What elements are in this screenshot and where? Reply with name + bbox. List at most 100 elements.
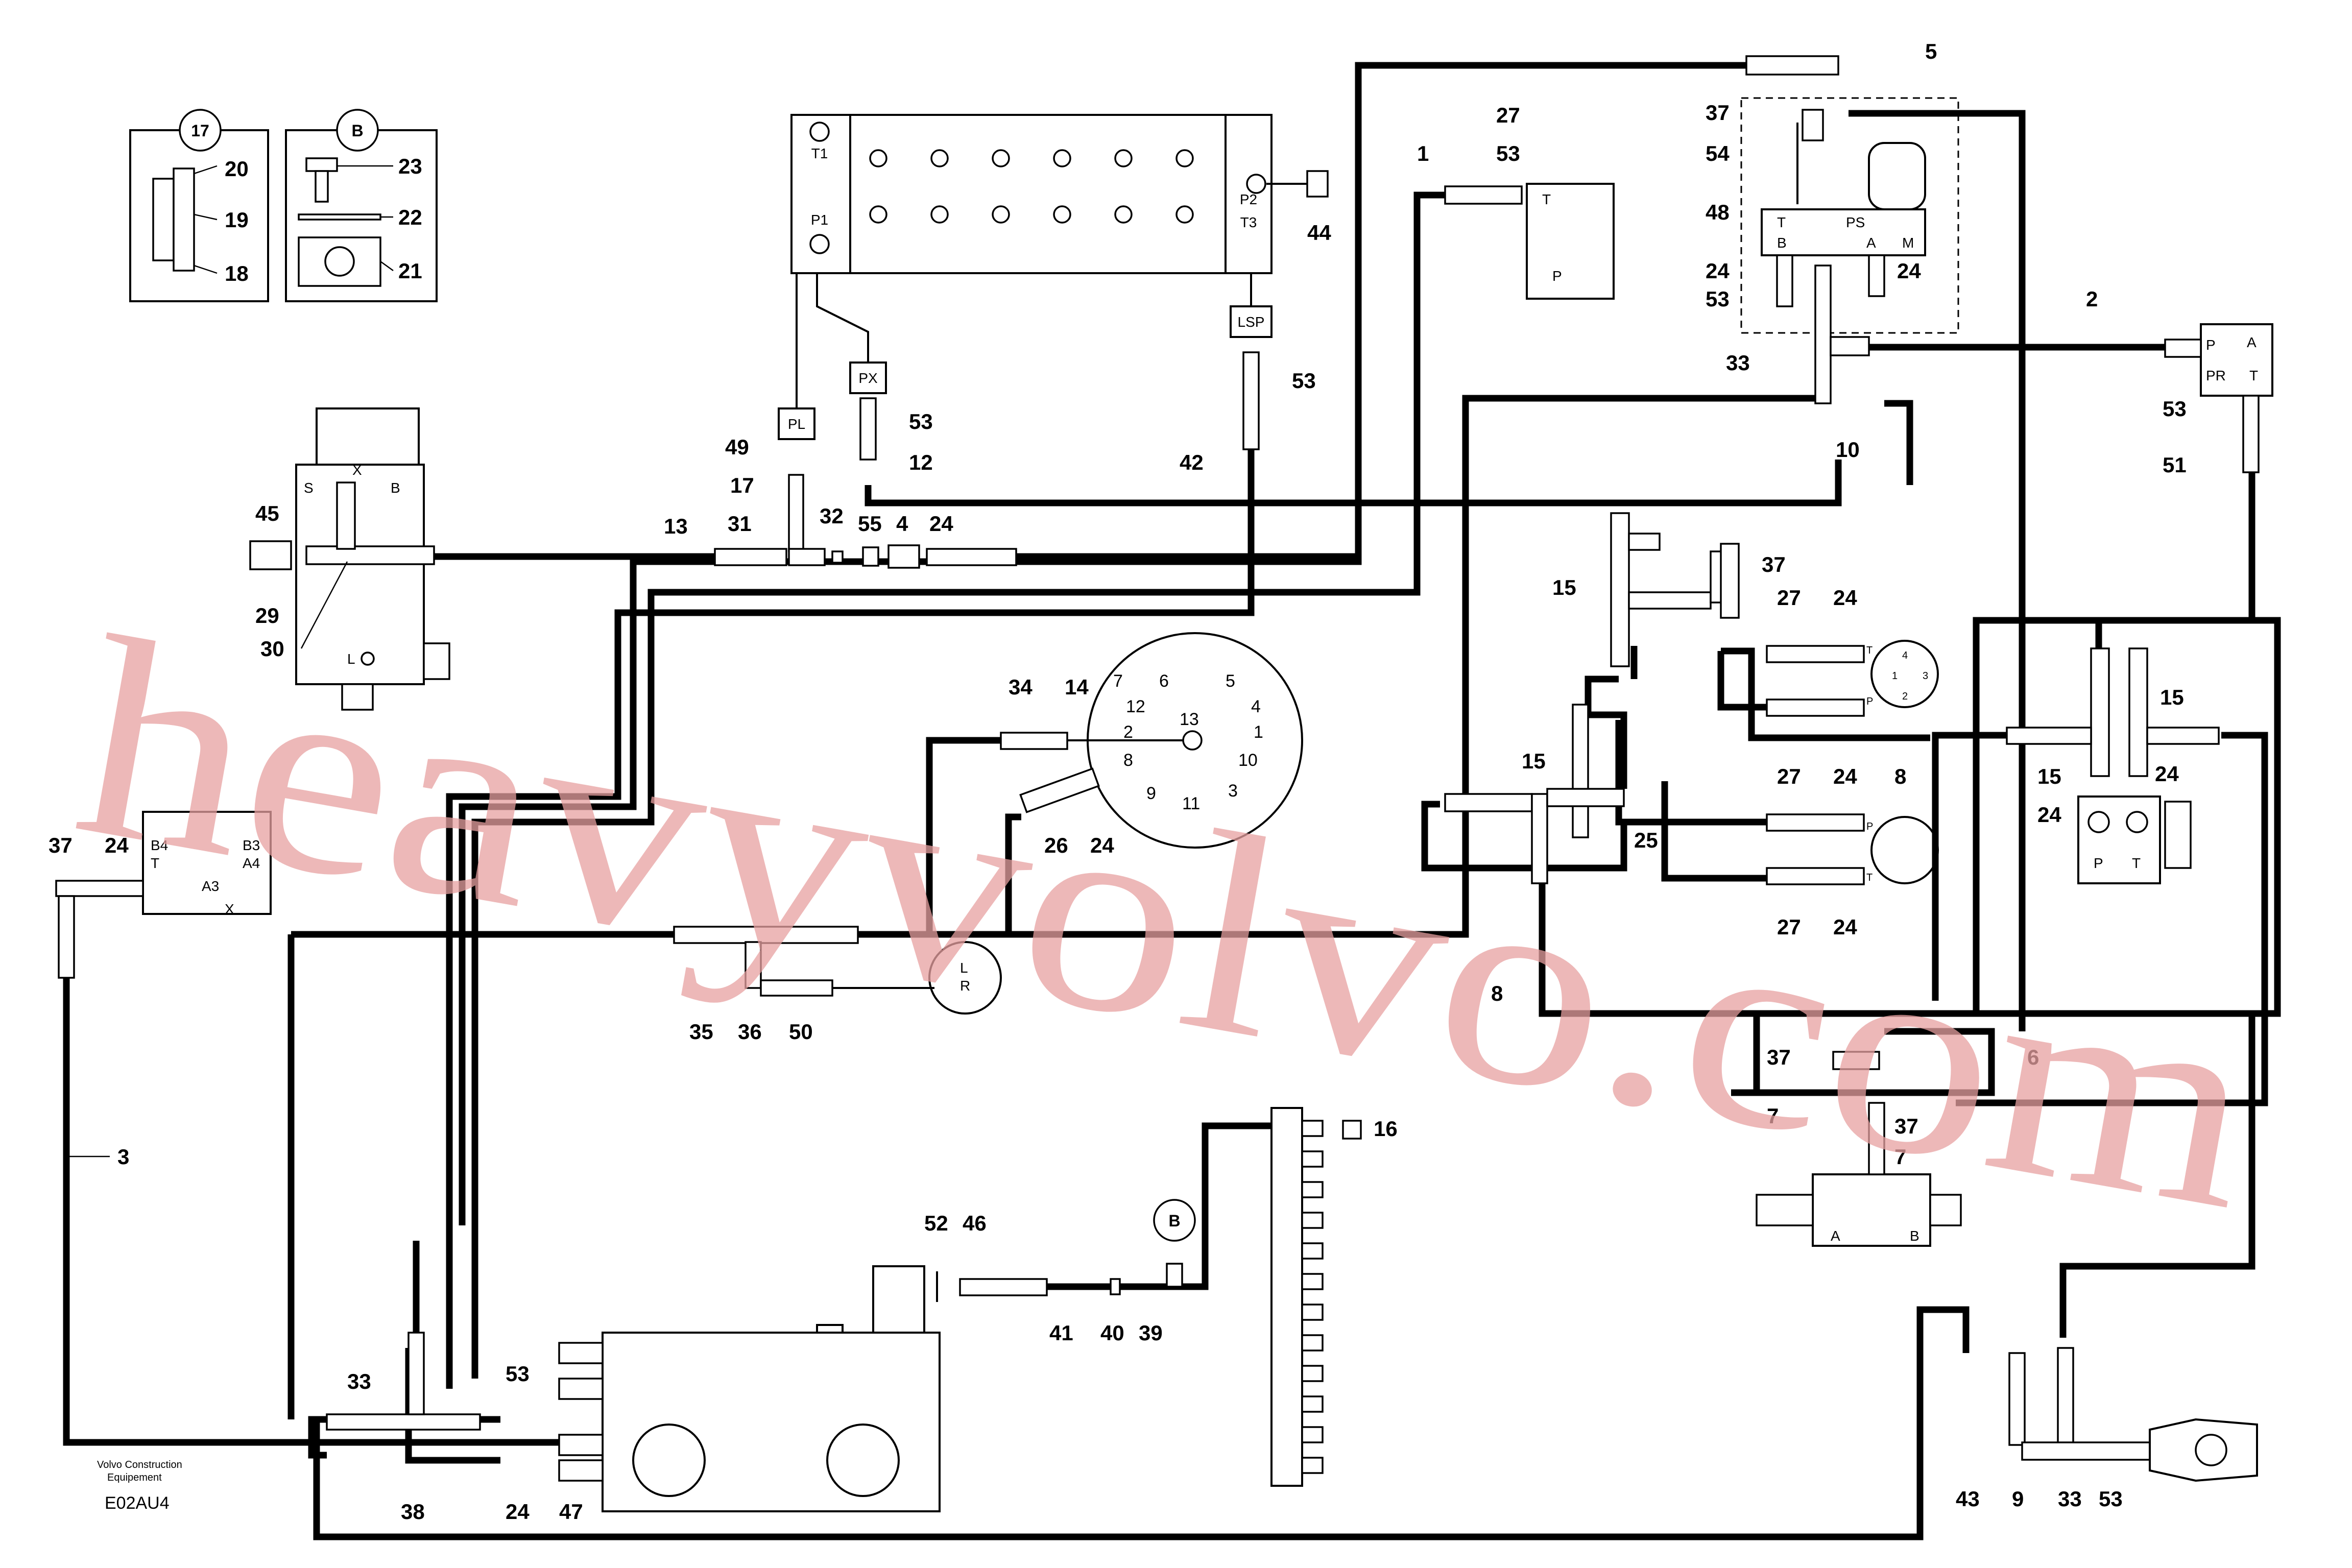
callout-44: 44 (1307, 221, 1331, 245)
callout-53g: 53 (2099, 1487, 2123, 1511)
pilot-ports (1301, 1120, 1324, 1474)
port-r-P: P (2206, 337, 2216, 353)
callout-4: 4 (896, 512, 908, 536)
valve-group-frame (1740, 97, 1959, 334)
callout-23: 23 (398, 154, 422, 178)
svg-text:4: 4 (1251, 697, 1261, 716)
hose-15-d (1717, 651, 1767, 711)
gasket (298, 213, 381, 221)
hose-27-top (459, 62, 1757, 1225)
hose-41 (1047, 1122, 1287, 1290)
hose-15-loop (1421, 801, 1627, 872)
hose-3 (63, 975, 603, 1446)
port-switch-T: T (1542, 191, 1551, 207)
svg-text:1: 1 (1254, 722, 1263, 742)
manifold-15-lower: 15 25 (1444, 704, 1658, 884)
callout-53b: 53 (1292, 369, 1316, 393)
lr-switch (928, 941, 1002, 1015)
callout-7b: 7 (1894, 1145, 1906, 1169)
port-X2: X (225, 901, 234, 917)
callout-35: 35 (689, 1020, 713, 1044)
callout-22: 22 (398, 205, 422, 229)
detail-B-tag-circle (336, 109, 379, 152)
valve-group-48: T PS B A M 37 54 48 24 53 33 24 10 (1706, 97, 1959, 462)
callout-12: 12 (909, 450, 933, 474)
callout-33b: 33 (1726, 351, 1750, 375)
callout-46: 46 (963, 1211, 987, 1235)
callout-15d: 15 (2037, 764, 2061, 788)
callout-9: 9 (2012, 1487, 2024, 1511)
callout-26: 26 (1044, 833, 1068, 857)
port-switch-P: P (1552, 268, 1562, 284)
callout-24d: 24 (506, 1500, 530, 1524)
callout-8b: 8 (1491, 981, 1503, 1005)
hose-j2-b (1661, 781, 1767, 882)
hose-pedal-a (1753, 617, 2281, 1093)
pl-box (778, 407, 815, 440)
callout-53f: 53 (2163, 397, 2187, 421)
company-line-1: Volvo Construction (97, 1459, 182, 1470)
svg-text:P: P (1866, 696, 1873, 707)
port-T1: T1 (811, 146, 828, 161)
block-plate-hole (324, 246, 355, 277)
callout-54: 54 (1706, 141, 1730, 165)
callout-13: 13 (664, 514, 688, 538)
callout-27c: 27 (1777, 764, 1801, 788)
callout-24k: 24 (2037, 803, 2061, 827)
hose-12 (865, 460, 1842, 506)
hydraulic-hoses (63, 62, 2281, 1540)
callout-36: 36 (738, 1020, 762, 1044)
accumulator (1868, 142, 1926, 210)
callout-37e: 37 (1894, 1114, 1918, 1138)
svg-text:8: 8 (1123, 751, 1133, 770)
company-line-2: Equipement (107, 1472, 162, 1483)
solenoid-29 (249, 540, 292, 570)
detail-B: B 23 22 21 (285, 109, 438, 302)
svg-text:9: 9 (1146, 784, 1156, 803)
lsp-box (1230, 305, 1273, 338)
port-B4: B4 (151, 837, 168, 853)
hose-pedal-c (1932, 732, 2007, 1001)
hose-43 (313, 1306, 1970, 1540)
port-B3: B3 (243, 837, 260, 853)
detail-17: 17 20 19 18 (129, 109, 269, 302)
hose-10 (1884, 400, 1913, 485)
port-L-switch: L (960, 960, 968, 976)
pilot-manifold: 16 B 52 46 41 40 39 (924, 1107, 1398, 1487)
port-valve-T: T (1777, 214, 1786, 230)
callout-15a: 15 (1552, 575, 1576, 599)
port-P2: P2 (1240, 191, 1257, 207)
port-R-switch: R (960, 978, 970, 994)
main-control-valve: T1 P1 P2 T3 44 PL PX 53 12 LSP 53 42 (778, 114, 1331, 474)
callout-47: 47 (559, 1500, 583, 1524)
drawing-code: E02AU4 (105, 1493, 170, 1513)
callout-3: 3 (117, 1145, 129, 1169)
callout-5: 5 (1925, 39, 1937, 63)
callout-43: 43 (1956, 1487, 1980, 1511)
callout-53e: 53 (1706, 287, 1730, 311)
callout-16: 16 (1374, 1117, 1398, 1141)
lr-switch-group: L R 35 36 50 (673, 926, 1002, 1044)
callout-37d: 37 (1767, 1045, 1791, 1069)
svg-text:1: 1 (1892, 670, 1898, 682)
valve-spool-holes (869, 149, 1194, 224)
callout-55: 55 (858, 512, 882, 536)
callout-24a: 24 (929, 512, 953, 536)
svg-text:3: 3 (1923, 670, 1928, 682)
port-r-T: T (2249, 368, 2258, 383)
callout-14: 14 (1065, 675, 1089, 699)
detail-17-tag: 17 (191, 122, 209, 140)
callout-52: 52 (924, 1211, 948, 1235)
left-valve-block: B4 T B3 A4 A3 X 37 24 (49, 811, 272, 979)
svg-text:11: 11 (1182, 794, 1200, 813)
port-L: L (347, 651, 355, 667)
pilot-manifold-body (1270, 1107, 1303, 1487)
joystick-upper-face (1870, 640, 1939, 708)
callout-24i: 24 (1833, 915, 1857, 939)
callout-34: 34 (1009, 675, 1033, 699)
switch-body (1526, 183, 1615, 300)
callout-42: 42 (1180, 450, 1204, 474)
callout-20: 20 (225, 157, 249, 181)
callout-27d: 27 (1777, 915, 1801, 939)
